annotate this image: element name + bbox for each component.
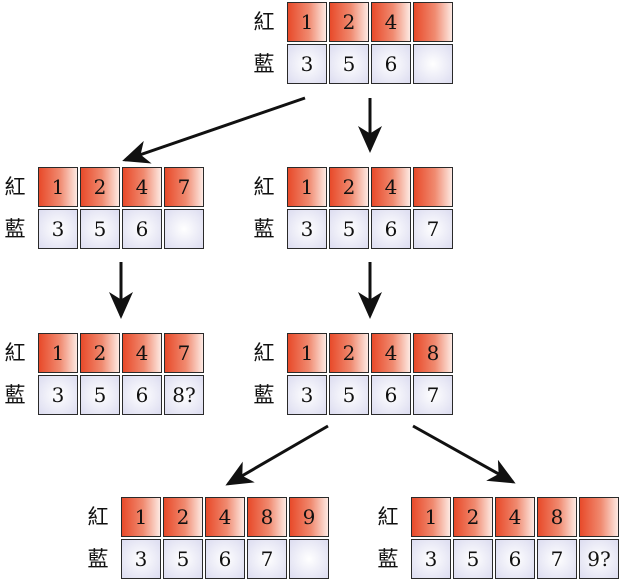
blue-cell: 5: [329, 209, 369, 249]
red-cell: 4: [371, 167, 411, 207]
red-cell: 1: [38, 333, 78, 373]
blue-cell: 6: [122, 375, 162, 415]
blue-cell: 7: [413, 209, 453, 249]
red-cell: 2: [329, 2, 369, 42]
blue-cell: 9?: [579, 539, 619, 579]
blue-row-label: 藍: [4, 217, 26, 241]
blue-cell: 7: [247, 539, 287, 579]
red-row-label: 紅: [4, 341, 26, 365]
red-cell: 8: [247, 497, 287, 537]
blue-cell: 7: [413, 375, 453, 415]
red-cell: 2: [80, 333, 120, 373]
blue-cell: 6: [495, 539, 535, 579]
arrow-0-to-1: [122, 96, 306, 164]
blue-row-label: 藍: [253, 383, 275, 407]
red-cell: 2: [80, 167, 120, 207]
red-cell: 1: [287, 2, 327, 42]
blue-cell: [289, 539, 329, 579]
arrow-4-to-5: [225, 424, 329, 486]
blue-cell: 3: [287, 209, 327, 249]
blue-cell: 3: [287, 375, 327, 415]
red-cell: 7: [164, 167, 204, 207]
red-row-label: 紅: [4, 175, 26, 199]
red-cell: [413, 167, 453, 207]
red-cell: 4: [205, 497, 245, 537]
red-cell: 1: [121, 497, 161, 537]
blue-cell: 6: [122, 209, 162, 249]
red-cell: 7: [164, 333, 204, 373]
red-cell: 4: [122, 333, 162, 373]
arrow-4-to-6: [412, 424, 516, 484]
red-row-label: 紅: [253, 10, 275, 34]
blue-cell: 6: [371, 44, 411, 84]
blue-row-label: 藍: [87, 547, 109, 571]
red-cell: 1: [287, 167, 327, 207]
blue-row-label: 藍: [253, 217, 275, 241]
blue-cell: 5: [329, 44, 369, 84]
blue-row-label: 藍: [253, 52, 275, 76]
red-cell: 1: [38, 167, 78, 207]
red-row-label: 紅: [253, 341, 275, 365]
red-cell: 4: [371, 2, 411, 42]
blue-cell: 3: [411, 539, 451, 579]
red-cell: 8: [413, 333, 453, 373]
blue-cell: 5: [80, 375, 120, 415]
blue-cell: 3: [121, 539, 161, 579]
blue-cell: 3: [38, 209, 78, 249]
blue-cell: 6: [371, 375, 411, 415]
blue-cell: [413, 44, 453, 84]
red-cell: 9: [289, 497, 329, 537]
red-cell: 2: [453, 497, 493, 537]
red-row-label: 紅: [253, 175, 275, 199]
blue-cell: [164, 209, 204, 249]
red-cell: [579, 497, 619, 537]
red-cell: 4: [495, 497, 535, 537]
red-row-label: 紅: [377, 505, 399, 529]
blue-cell: 5: [80, 209, 120, 249]
red-cell: 4: [371, 333, 411, 373]
blue-cell: 5: [163, 539, 203, 579]
red-cell: 8: [537, 497, 577, 537]
red-cell: 2: [163, 497, 203, 537]
red-cell: 2: [329, 167, 369, 207]
red-cell: [413, 2, 453, 42]
blue-cell: 6: [205, 539, 245, 579]
blue-cell: 8?: [164, 375, 204, 415]
red-cell: 1: [287, 333, 327, 373]
blue-cell: 5: [329, 375, 369, 415]
blue-cell: 7: [537, 539, 577, 579]
blue-row-label: 藍: [377, 547, 399, 571]
blue-row-label: 藍: [4, 383, 26, 407]
red-row-label: 紅: [87, 505, 109, 529]
red-cell: 4: [122, 167, 162, 207]
blue-cell: 3: [287, 44, 327, 84]
blue-cell: 6: [371, 209, 411, 249]
red-cell: 2: [329, 333, 369, 373]
blue-cell: 5: [453, 539, 493, 579]
blue-cell: 3: [38, 375, 78, 415]
red-cell: 1: [411, 497, 451, 537]
